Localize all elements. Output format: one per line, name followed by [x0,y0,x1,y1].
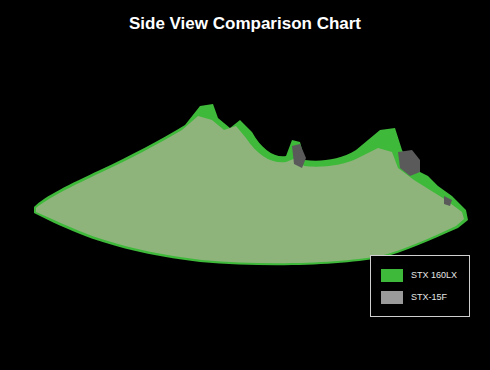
legend-label: STX 160LX [411,270,457,280]
stx-15f-stern [444,196,452,206]
stx-160lx-outline [34,104,468,265]
legend-label: STX-15F [411,292,447,302]
legend-row: STX-15F [381,286,463,308]
legend-box: STX 160LX STX-15F [370,255,470,317]
legend-swatch [381,269,403,282]
stx-15f-rear [398,150,420,176]
stx-15f-handlebar [292,144,306,168]
legend-swatch [381,291,403,304]
legend-row: STX 160LX [381,264,463,286]
overlap-region [36,116,464,263]
chart-title: Side View Comparison Chart [0,14,490,34]
